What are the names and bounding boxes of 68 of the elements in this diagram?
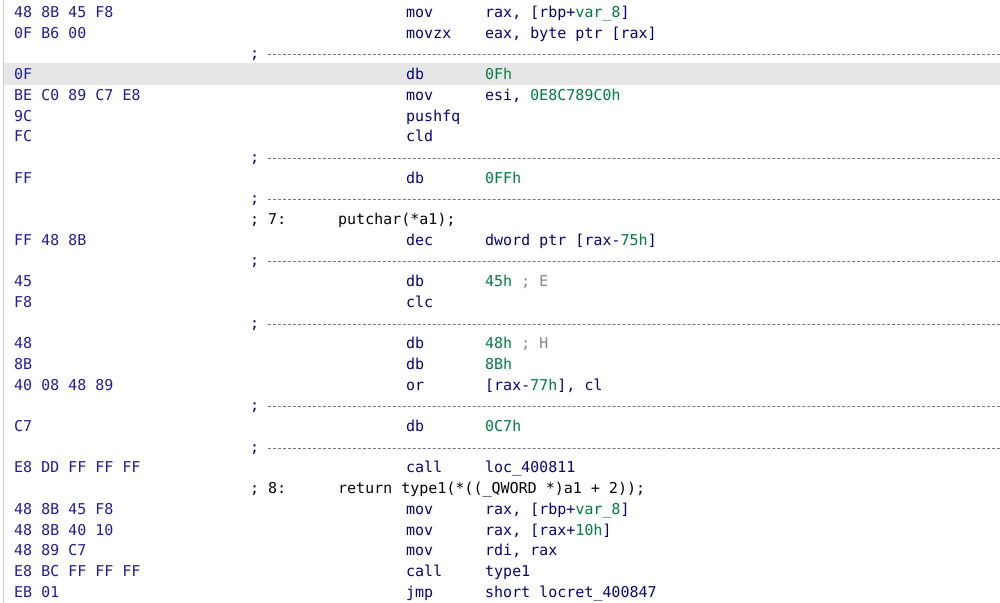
source-code-line: return type1(*((_QWORD *)a1 + 2)); xyxy=(338,479,646,497)
instruction-operand: rax, [rax+10h] xyxy=(485,521,612,539)
line-number-comment: ; 8: xyxy=(250,479,286,497)
instruction-bytes: 48 8B 45 F8 xyxy=(14,3,114,21)
separator-comment: ; xyxy=(250,44,260,62)
instruction-bytes: 48 8B 45 F8 xyxy=(14,500,114,518)
instruction-mnemonic: or xyxy=(406,376,424,394)
instruction-mnemonic: cld xyxy=(406,127,434,145)
instruction-operand: type1 xyxy=(485,562,530,580)
instruction-mnemonic: db xyxy=(406,272,424,290)
instruction-mnemonic: db xyxy=(406,334,424,352)
separator-comment: ; xyxy=(250,148,260,166)
instruction-bytes: 48 xyxy=(14,334,32,352)
instruction-mnemonic: mov xyxy=(406,521,434,539)
separator-comment: ; xyxy=(250,396,260,414)
instruction-mnemonic: jmp xyxy=(406,583,434,601)
separator-comment: ; xyxy=(250,251,260,269)
instruction-bytes: E8 BC FF FF FF xyxy=(14,562,140,580)
instruction-mnemonic: dec xyxy=(406,231,434,249)
instruction-mnemonic: call xyxy=(406,458,442,476)
instruction-mnemonic: mov xyxy=(406,541,434,559)
instruction-mnemonic: mov xyxy=(406,86,434,104)
instruction-bytes: 48 89 C7 xyxy=(14,541,86,559)
instruction-mnemonic: movzx xyxy=(406,24,452,42)
instruction-bytes: 8B xyxy=(14,355,32,373)
instruction-bytes: 0F B6 00 xyxy=(14,24,86,42)
instruction-bytes: 40 08 48 89 xyxy=(14,376,114,394)
instruction-bytes: FF 48 8B xyxy=(14,231,86,249)
instruction-operand: 0FFh xyxy=(485,169,522,187)
instruction-bytes: FC xyxy=(14,127,32,145)
instruction-bytes: C7 xyxy=(14,417,32,435)
instruction-operand: [rax-77h], cl xyxy=(485,376,602,394)
instruction-operand: rax, [rbp+var_8] xyxy=(485,500,630,518)
instruction-bytes: 48 8B 40 10 xyxy=(14,521,114,539)
instruction-bytes: 0F xyxy=(14,65,32,83)
instruction-operand: rax, [rbp+var_8] xyxy=(485,3,630,21)
instruction-mnemonic: db xyxy=(406,417,424,435)
source-code-line: putchar(*a1); xyxy=(338,210,456,228)
instruction-operand: 8Bh xyxy=(485,355,512,373)
instruction-operand: 0C7h xyxy=(485,417,522,435)
instruction-mnemonic: clc xyxy=(406,293,434,311)
instruction-operand: 45h ; E xyxy=(485,272,548,290)
instruction-mnemonic: pushfq xyxy=(406,107,460,125)
instruction-bytes: EB 01 xyxy=(14,583,60,601)
instruction-mnemonic: mov xyxy=(406,3,434,21)
instruction-mnemonic: db xyxy=(406,169,424,187)
separator-comment: ; xyxy=(250,438,260,456)
instruction-operand: 0Fh xyxy=(485,65,512,83)
instruction-operand: loc_400811 xyxy=(485,458,576,476)
line-number-comment: ; 7: xyxy=(250,210,286,228)
instruction-mnemonic: call xyxy=(406,562,442,580)
instruction-operand: dword ptr [rax-75h] xyxy=(485,231,657,249)
instruction-operand: esi, 0E8C789C0h xyxy=(485,86,620,104)
instruction-bytes: FF xyxy=(14,169,32,187)
instruction-bytes: F8 xyxy=(14,293,32,311)
instruction-bytes: E8 DD FF FF FF xyxy=(14,458,140,476)
instruction-operand: short locret_400847 xyxy=(485,583,657,601)
separator-comment: ; xyxy=(250,189,260,207)
instruction-operand: eax, byte ptr [rax] xyxy=(485,24,657,42)
instruction-mnemonic: mov xyxy=(406,500,434,518)
instruction-mnemonic: db xyxy=(406,355,424,373)
instruction-bytes: BE C0 89 C7 E8 xyxy=(14,86,140,104)
instruction-bytes: 45 xyxy=(14,272,32,290)
instruction-operand: 48h ; H xyxy=(485,334,548,352)
instruction-operand: rdi, rax xyxy=(485,541,558,559)
separator-comment: ; xyxy=(250,314,260,332)
instruction-mnemonic: db xyxy=(406,65,424,83)
instruction-bytes: 9C xyxy=(14,107,32,125)
